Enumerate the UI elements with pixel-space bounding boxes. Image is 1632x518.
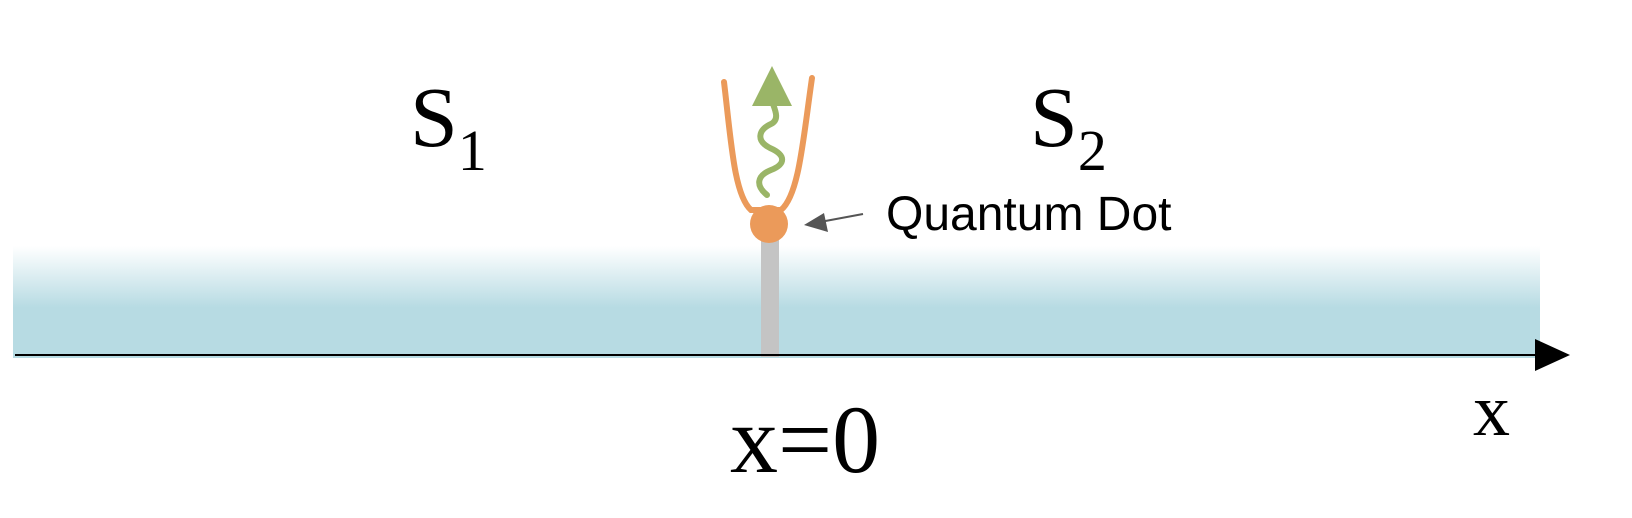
quantum-dot-pointer-arrowhead — [804, 213, 828, 232]
photon-arrowhead — [752, 66, 792, 106]
quantum-dot — [750, 205, 788, 243]
s1-letter: S — [410, 69, 458, 165]
x-axis-arrowhead — [1535, 339, 1570, 371]
axis-label: x — [1473, 370, 1510, 452]
s1-subscript: 1 — [458, 118, 487, 183]
quantum-dot-pointer-line — [819, 213, 864, 223]
photon-wave — [756, 101, 786, 198]
s2-letter: S — [1030, 69, 1078, 165]
junction-bar — [761, 236, 779, 357]
s2-subscript: 2 — [1078, 118, 1107, 183]
quantum-dot-label: Quantum Dot — [886, 188, 1171, 241]
s1-label: S1 — [410, 69, 487, 183]
origin-label: x=0 — [730, 386, 880, 493]
s2-label: S2 — [1030, 69, 1107, 183]
